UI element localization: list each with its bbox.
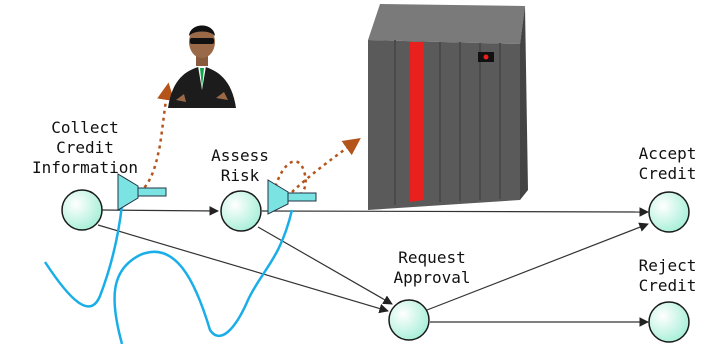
- edge-assess-request: [257, 226, 393, 305]
- node-accept: [648, 191, 690, 233]
- label-line: Credit: [638, 164, 697, 183]
- label-reject-credit: Reject Credit: [630, 256, 705, 296]
- label-request-approval: Request Approval: [382, 248, 482, 288]
- dotted-flow-to-server: [291, 137, 361, 193]
- businessman-icon: [168, 25, 236, 108]
- edge-assess-accept: [261, 207, 649, 217]
- mainframe-server-icon: [368, 4, 528, 210]
- edge-collect-request: [97, 224, 389, 314]
- dotted-flow-to-person: [127, 82, 175, 202]
- label-line: Accept: [638, 144, 697, 163]
- node-assess: [220, 190, 262, 232]
- label-line: Assess: [211, 146, 269, 165]
- label-collect-credit-information: Collect Credit Information: [30, 118, 140, 178]
- label-line: Collect: [51, 118, 119, 137]
- dotted-flow-loop: [270, 160, 307, 201]
- label-accept-credit: Accept Credit: [630, 144, 705, 184]
- label-assess-risk: Assess Risk: [205, 146, 275, 186]
- label-line: Request: [398, 248, 466, 267]
- label-line: Reject: [638, 256, 697, 275]
- label-line: Risk: [220, 166, 260, 185]
- node-collect: [61, 189, 103, 231]
- funnel-probe-icon: [117, 173, 167, 211]
- edge-collect-assess: [101, 206, 219, 216]
- label-line: Information: [32, 158, 138, 177]
- probe-wire-1: [43, 204, 124, 308]
- edge-request-accept: [426, 222, 649, 311]
- probe-wire-2: [113, 209, 294, 344]
- label-line: Credit: [56, 138, 114, 157]
- node-request: [388, 299, 430, 341]
- node-reject: [648, 301, 690, 343]
- funnel-probe-icon: [267, 179, 317, 215]
- label-line: Approval: [393, 268, 471, 287]
- label-line: Credit: [638, 276, 697, 295]
